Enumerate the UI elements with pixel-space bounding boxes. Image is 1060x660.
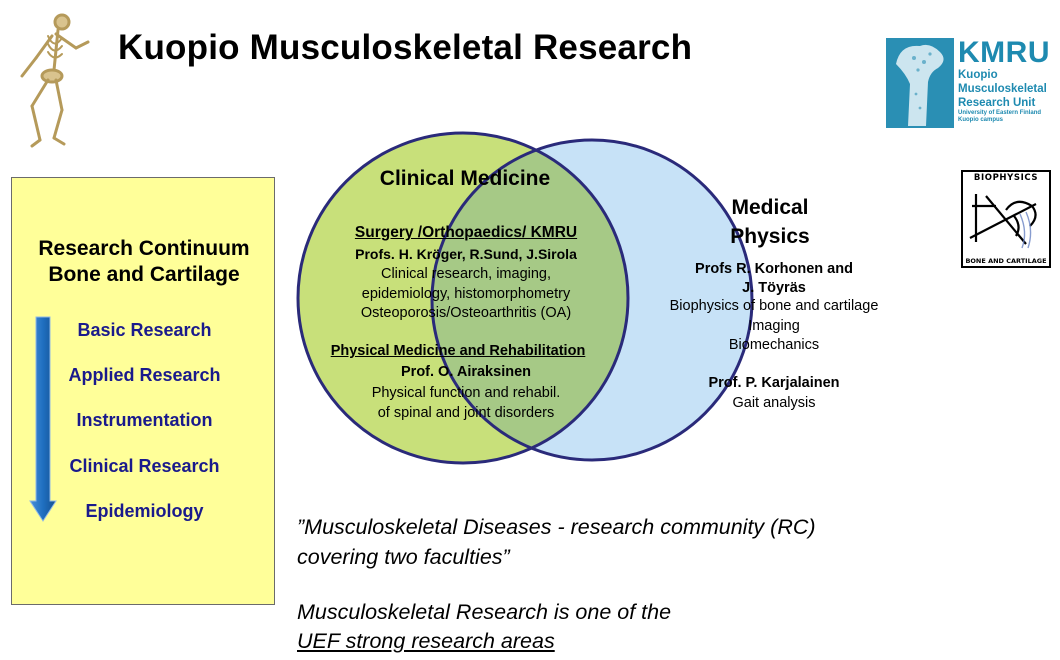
physics-prof2-line: Gait analysis <box>732 395 816 411</box>
kmru-small-line: University of Eastern Finland <box>958 110 1042 116</box>
physics-prof2: Prof. P. Karjalainen <box>708 375 840 391</box>
research-continuum-title-line: Bone and Cartilage <box>48 263 240 286</box>
biophysics-logo: BIOPHYSICS BONE AND CARTILAGE <box>961 170 1051 268</box>
continuum-item: Epidemiology <box>85 501 204 521</box>
physics-description: Biophysics of bone and cartilage Imaging… <box>644 297 904 356</box>
kmru-line: Musculoskeletal <box>958 83 1047 95</box>
page-title: Kuopio Musculoskeletal Research <box>118 28 693 67</box>
overlap-region <box>432 140 628 460</box>
continuum-item: Basic Research <box>77 320 212 340</box>
continuum-item: Instrumentation <box>76 410 213 430</box>
pm-prof: Prof. O. Airaksinen <box>401 364 531 380</box>
physics-heading-line: Physics <box>730 225 810 248</box>
kmru-logo: KMRU Kuopio Musculoskeletal Research Uni… <box>886 38 1056 128</box>
kmru-abbr: KMRU <box>958 36 1050 69</box>
kmru-wordmark: KMRU Kuopio Musculoskeletal Research Uni… <box>958 38 1050 124</box>
physics-line: Imaging <box>748 317 800 334</box>
surgery-description: Clinical research, imaging, epidemiology… <box>300 265 632 324</box>
biophysics-logo-bottom: BONE AND CARTILAGE <box>963 257 1049 265</box>
biophysics-diagram-icon <box>966 186 1048 252</box>
physics-profs-line: J. Töyräs <box>742 280 806 296</box>
femur-logo-icon <box>886 38 954 128</box>
physics-line: Biomechanics <box>728 337 820 353</box>
physics-profs: Profs R. Korhonen and J. Töyräs <box>644 260 904 298</box>
venn-diagram <box>296 131 754 465</box>
pm-description: Physical function and rehabil. of spinal… <box>300 384 632 423</box>
physics-heading-line: Medical <box>731 196 809 219</box>
quote-line: covering two faculties” <box>297 545 510 569</box>
research-continuum-title-line: Research Continuum <box>38 237 250 260</box>
down-arrow-icon <box>29 316 57 522</box>
surgery-heading: Surgery /Orthopaedics/ KMRU <box>354 224 578 241</box>
skeleton-illustration <box>20 13 90 148</box>
kmru-small-line: Kuopio campus <box>958 117 1004 123</box>
quote-text: ”Musculoskeletal Diseases - research com… <box>297 512 816 572</box>
continuum-item: Clinical Research <box>69 456 220 476</box>
research-continuum-title: Research Continuum Bone and Cartilage <box>12 236 276 288</box>
biophysics-logo-top: BIOPHYSICS <box>963 173 1049 183</box>
surgery-line: Clinical research, imaging, <box>380 266 552 282</box>
surgery-line: epidemiology, histomorphometry <box>361 285 571 302</box>
pm-line: of spinal and joint disorders <box>377 404 555 421</box>
strong-areas-link: UEF strong research areas <box>297 629 555 653</box>
strong-areas-line: Musculoskeletal Research is one of the <box>297 600 672 624</box>
physics-profs-line: Profs R. Korhonen and <box>695 261 853 277</box>
continuum-item: Applied Research <box>68 365 221 385</box>
clinical-heading: Clinical Medicine <box>379 167 551 190</box>
pm-heading: Physical Medicine and Rehabilitation <box>330 343 586 359</box>
quote-line: ”Musculoskeletal Diseases - research com… <box>297 515 816 539</box>
research-continuum-box: Research Continuum Bone and Cartilage Ba… <box>11 177 275 605</box>
kmru-line: Research Unit <box>958 97 1036 109</box>
physics-line: Biophysics of bone and cartilage <box>669 298 879 314</box>
surgery-profs: Profs. H. Kröger, R.Sund, J.Sirola <box>355 246 577 262</box>
pm-line: Physical function and rehabil. <box>371 385 561 401</box>
kmru-line: Kuopio <box>958 69 998 81</box>
physics-heading: Medical Physics <box>640 193 900 251</box>
surgery-line: Osteoporosis/Osteoarthritis (OA) <box>360 305 572 321</box>
